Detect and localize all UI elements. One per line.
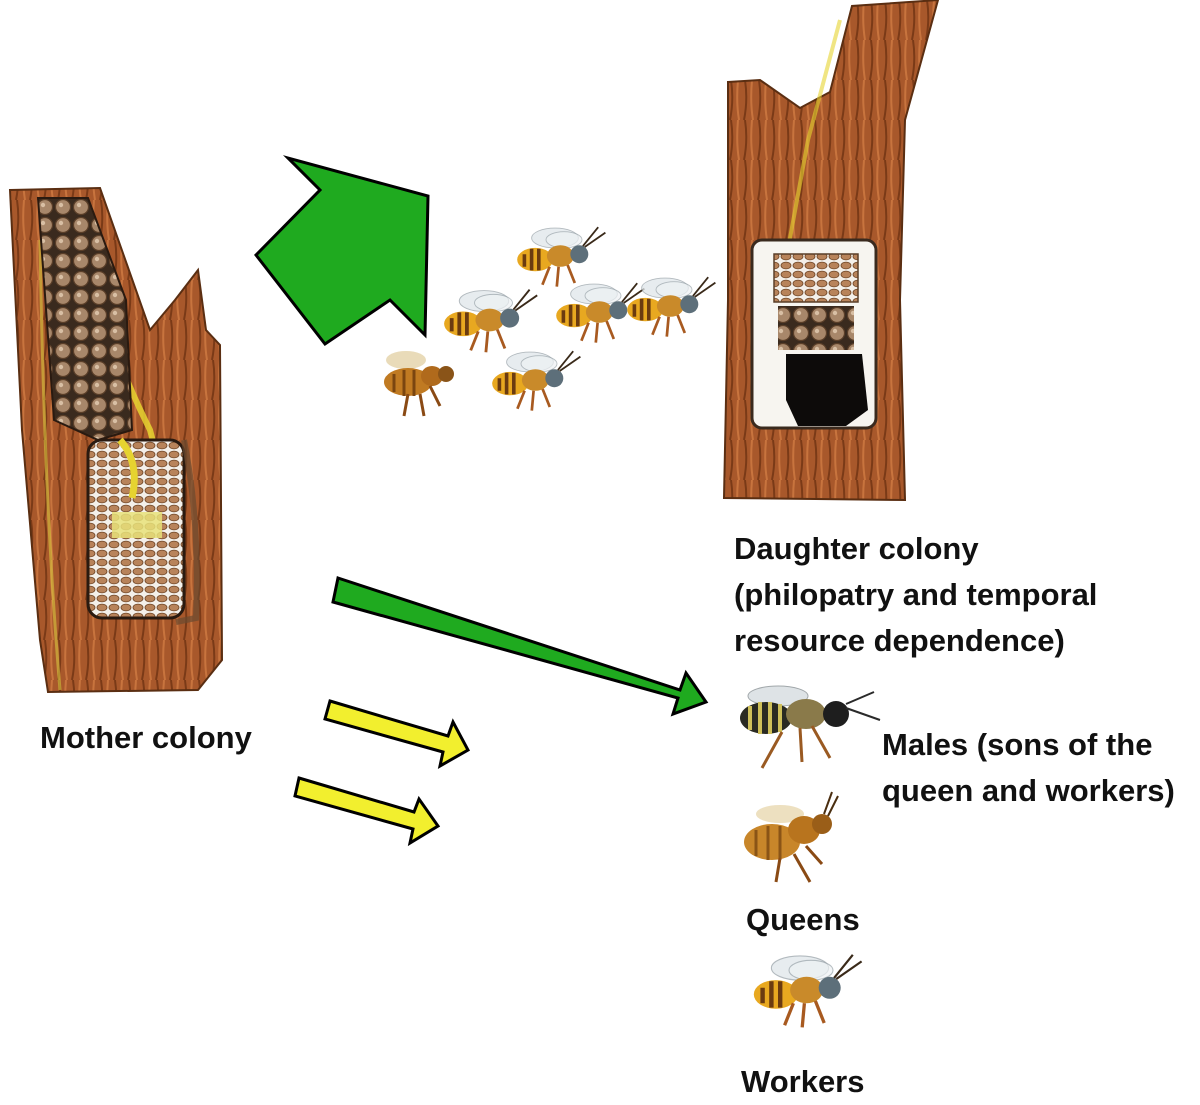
daughter-colony-label-line: Daughter colony bbox=[734, 531, 979, 566]
mother-colony-tree bbox=[8, 186, 224, 694]
honey-pot-chamber bbox=[36, 197, 134, 442]
male-bee-icon bbox=[740, 685, 881, 769]
worker-bee-icon bbox=[754, 955, 862, 1028]
swarm-bees bbox=[384, 225, 718, 417]
swarming-arrow-large bbox=[254, 155, 430, 347]
queens-label: Queens bbox=[746, 902, 860, 937]
bee-icon bbox=[490, 349, 583, 413]
males-label: Males (sons of the queen and workers) bbox=[882, 722, 1175, 814]
workers-dispersal-arrow bbox=[293, 776, 441, 847]
bee-icon bbox=[515, 225, 608, 289]
daughter-colony-label: Daughter colony (philopatry and temporal… bbox=[734, 526, 1097, 664]
bee-icon bbox=[442, 287, 540, 355]
queens-dispersal-arrow bbox=[323, 699, 471, 769]
daughter-brood-comb bbox=[773, 253, 859, 303]
daughter-colony-label-line: (philopatry and temporal bbox=[734, 577, 1098, 612]
queen-bee-icon bbox=[384, 351, 454, 417]
males-label-line: Males (sons of the bbox=[882, 727, 1153, 762]
daughter-colony-tree bbox=[722, 0, 940, 502]
mother-colony-label: Mother colony bbox=[40, 720, 252, 755]
bee-icon bbox=[625, 275, 718, 339]
daughter-honey-pots bbox=[778, 306, 854, 350]
males-dispersal-arrow bbox=[331, 576, 709, 717]
males-label-line: queen and workers) bbox=[882, 773, 1175, 808]
queen-caste-bee-icon bbox=[744, 791, 839, 883]
daughter-colony-label-line: resource dependence) bbox=[734, 623, 1065, 658]
workers-label: Workers bbox=[741, 1064, 865, 1099]
